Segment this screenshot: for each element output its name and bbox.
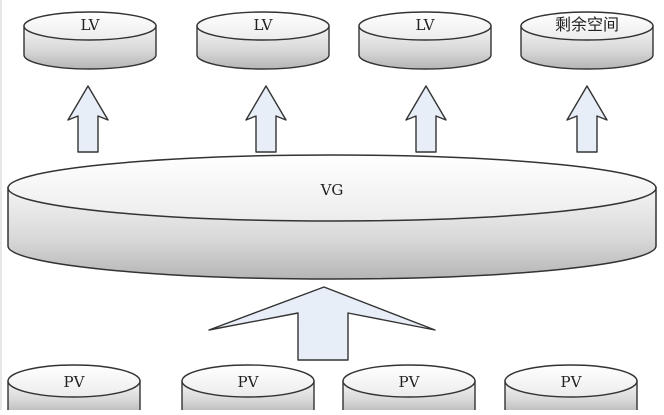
lv-disk-1: LV [23,11,157,70]
pv-label: PV [64,373,86,391]
lv-disk-2: LV [196,11,330,70]
vg-disk: VG [7,154,657,280]
pv-label: PV [238,373,260,391]
up-arrow-icon [245,85,287,153]
pv-disk-1: PV [7,364,141,415]
pv-disk-3: PV [342,364,476,415]
pv-disk-4: PV [504,364,638,415]
large-up-arrow-icon [208,286,436,361]
free-space-label: 剩余空间 [555,15,619,34]
free-space-disk: 剩余空间 [520,11,654,70]
up-arrow-icon [67,85,109,153]
vg-label: VG [320,181,344,199]
pv-label: PV [399,373,421,391]
lv-disk-3: LV [358,11,492,70]
pv-label: PV [561,373,583,391]
lv-label: LV [80,16,100,34]
lv-label: LV [415,16,435,34]
up-arrow-icon [566,85,608,153]
lv-label: LV [253,16,273,34]
pv-disk-2: PV [181,364,315,415]
up-arrow-icon [405,85,447,153]
